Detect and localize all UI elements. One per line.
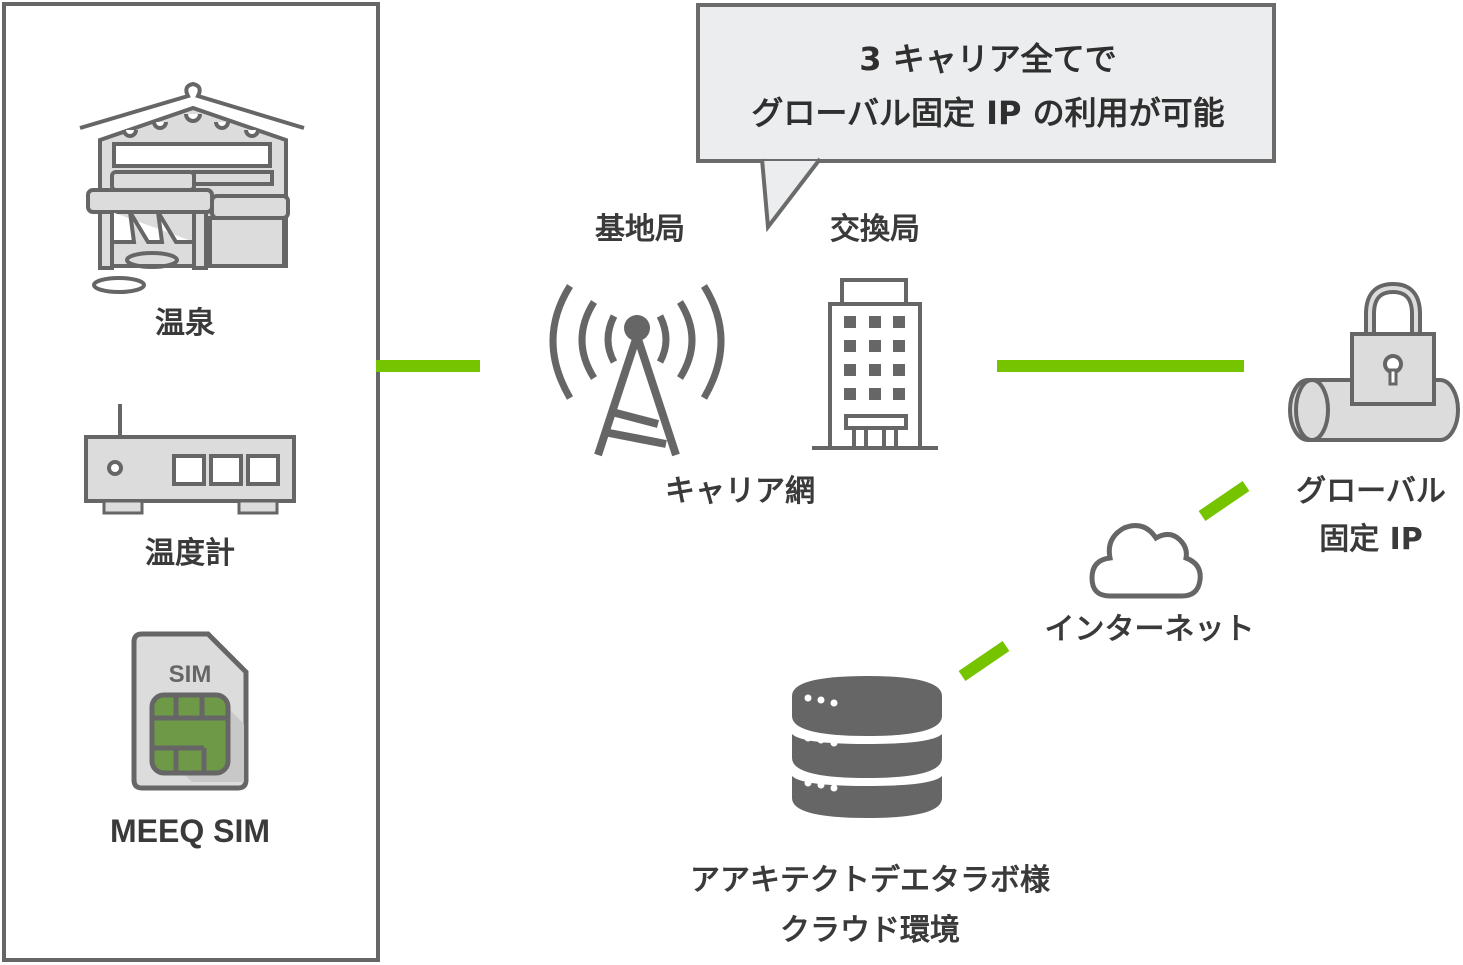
onsen-building-icon <box>79 81 305 294</box>
connection-line-device-to-carrier <box>376 360 480 372</box>
callout-text: 3 キャリア全てで グローバル固定 IP の利用が可能 <box>696 32 1280 140</box>
global-ip-label: グローバル 固定 IP <box>1276 468 1463 564</box>
global-ip-line-2: 固定 IP <box>1319 522 1423 557</box>
global-ip-line-1: グローバル <box>1296 474 1446 509</box>
carrier-network-label: キャリア網 <box>665 474 815 509</box>
antenna-tower-icon <box>549 284 725 457</box>
callout-line-2: グローバル固定 IP の利用が可能 <box>751 94 1225 132</box>
cloud-database-icon <box>792 676 942 818</box>
internet-label: インターネット <box>1044 612 1255 647</box>
thermometer-label: 温度計 <box>145 536 235 571</box>
sim-card-icon: SIM <box>131 631 249 791</box>
global-ip-lock-icon <box>1288 281 1460 442</box>
internet-cloud-icon <box>1089 523 1203 599</box>
base-station-label: 基地局 <box>595 212 685 247</box>
connection-line-global-ip-to-internet <box>1198 481 1250 521</box>
callout-line-1: 3 キャリア全てで <box>859 40 1117 78</box>
sim-card-text: SIM <box>169 661 212 688</box>
cloud-line-2: クラウド環境 <box>780 913 960 948</box>
exchange-label: 交換局 <box>830 212 920 247</box>
exchange-building-icon <box>812 278 938 450</box>
callout-pointer <box>760 157 822 233</box>
connection-line-carrier-to-global-ip <box>997 360 1244 372</box>
callout-bubble <box>696 3 1276 163</box>
sim-label: MEEQ SIM <box>109 813 270 849</box>
thermometer-device-icon <box>84 404 296 515</box>
onsen-label: 温泉 <box>155 306 215 341</box>
connection-line-internet-to-cloud <box>958 641 1010 681</box>
cloud-environment-label: アアキテクトデエタラボ様 クラウド環境 <box>620 856 1120 956</box>
cloud-line-1: アアキテクトデエタラボ様 <box>690 863 1050 898</box>
